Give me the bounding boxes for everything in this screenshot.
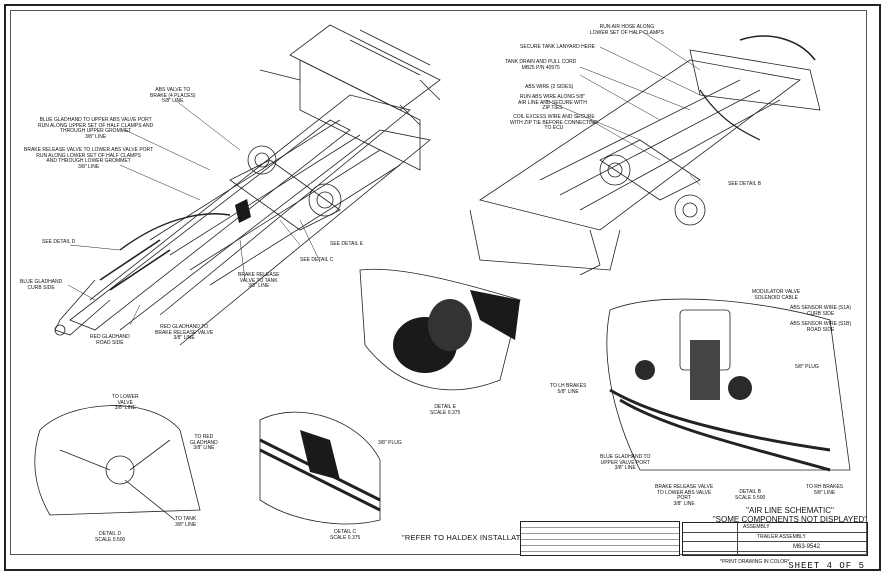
label-detail-b: DETAIL B SCALE 0.500 [735,489,766,501]
label-see-detail-e: SEE DETAIL E [330,241,364,247]
label-to-rh-brakes: TO RH BRAKES 5/8" LINE [806,484,844,496]
print-color-note: *PRINT DRAWING IN COLOR* [720,559,790,565]
label-brake-release-lower-abs: BRAKE RELEASE VALVE TO LOWER ABS VALVE P… [655,484,714,507]
label-see-detail-d: SEE DETAIL D [42,239,76,245]
detail-b-drawing [606,298,851,472]
label-tank-drain: TANK DRAIN AND PULL CORD MB25 P/N 40975 [505,59,577,71]
label-plug-5-8: 5/8" PLUG [795,364,819,370]
label-blue-gladhand-upper-valve: BLUE GLADHAND TO UPPER VALVE PORT 3/8" L… [600,454,651,472]
label-detail-e: DETAIL E SCALE 0.375 [430,404,461,416]
title-block-trailer-assembly: TRAILER ASSEMBLY [757,534,806,540]
label-abs-sensor-s1a: ABS SENSOR WIRE (S1A) CURB SIDE [790,305,852,317]
right-chassis-drawing [469,35,821,276]
label-coil-excess: COIL EXCESS WIRE AND SECURE WITH ZIP TIE… [510,114,598,132]
title-block: ASSEMBLY TRAILER ASSEMBLY M63-9542 [682,522,868,556]
detail-e-drawing [359,268,521,391]
title-block-part-number: M63-9542 [793,544,821,550]
label-abs-wire-sides: ABS WIRE (2 SIDES) [525,84,574,90]
label-red-gladhand-road: RED GLADHAND ROAD SIDE [90,334,130,346]
detail-d-drawing [34,405,201,521]
label-abs-sensor-s1b: ABS SENSOR WIRE (S1B) ROAD SIDE [790,321,852,333]
label-detail-c: DETAIL C SCALE 0.375 [330,529,361,541]
label-blue-gladhand-curb: BLUE GLADHAND CURB SIDE [20,279,63,291]
note-air-line-schematic: "AIR LINE SCHEMATIC" "SOME COMPONENTS NO… [712,506,868,524]
sheet-number: SHEET 4 OF 5 [788,561,865,571]
drawing-area-border [10,10,867,555]
label-modulator-valve: MODULATOR VALVE SOLENOID CABLE [752,289,801,301]
label-see-detail-c: SEE DETAIL C [300,257,334,263]
label-run-abs-wire: RUN ABS WIRE ALONG 5/8" AIR LINE AND SEC… [518,94,587,112]
label-plug-3-8: 3/8" PLUG [378,440,402,446]
label-run-air-hose: RUN AIR HOSE ALONG LOWER SET OF HALF CLA… [590,24,664,36]
left-chassis-drawing [54,24,441,346]
label-to-tank: TO TANK 3/8" LINE [175,516,197,528]
title-block-assembly: ASSEMBLY [743,524,770,530]
label-abs-valve-to-brake: ABS VALVE TO BRAKE (4 PLACES) 5/8" LINE [150,87,196,105]
label-red-gladhand-to-brake: RED GLADHAND TO BRAKE RELEASE VALVE 3/8"… [155,324,214,342]
label-to-lh-brakes: TO LH BRAKES 5/8" LINE [550,383,587,395]
label-secure-tank-lanyard: SECURE TANK LANYARD HERE [520,44,596,50]
revision-table [520,521,680,556]
label-to-red-gladhand: TO RED GLADHAND 3/8" LINE [190,434,218,452]
label-brake-release-tank: BRAKE RELEASE VALVE TO TANK 3/8" LINE [238,272,280,290]
note-haldex: "REFER TO HALDEX INSTALLATION GUIDE" [402,533,565,542]
drawing-sheet-border [4,4,881,571]
label-detail-d: DETAIL D SCALE 0.500 [95,531,126,543]
label-brake-release-lower: BRAKE RELEASE VALVE TO LOWER ABS VALVE P… [24,147,154,170]
label-to-lower-valve: TO LOWER VALVE 3/8" LINE [112,394,139,412]
label-see-detail-b: SEE DETAIL B [728,181,762,187]
label-blue-gladhand-upper: BLUE GLADHAND TO UPPER ABS VALVE PORT RU… [38,117,154,140]
